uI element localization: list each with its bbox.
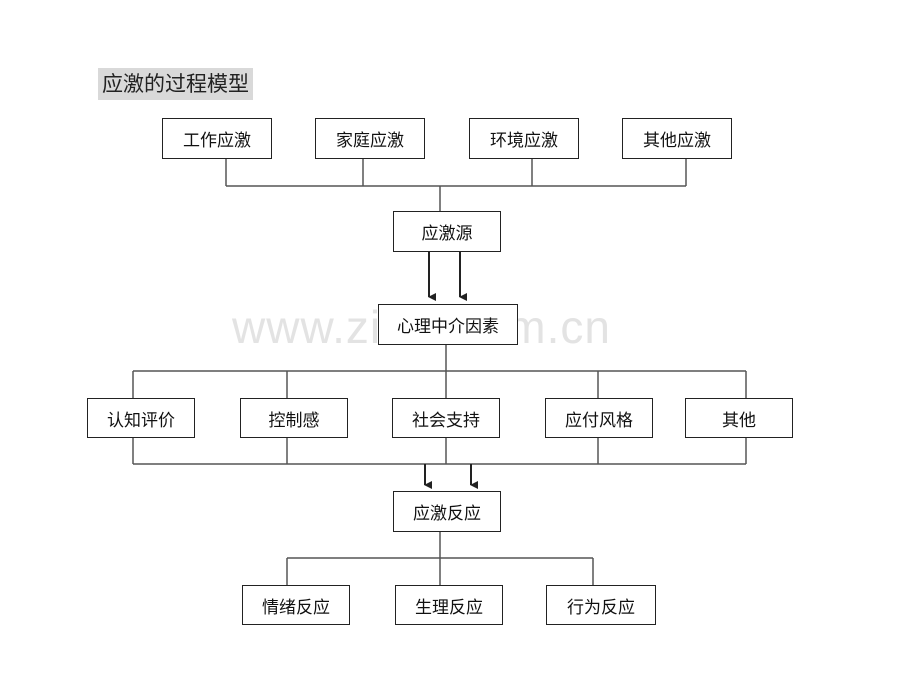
diagram-title: 应激的过程模型 xyxy=(98,68,253,100)
source-family-stress: 家庭应激 xyxy=(315,118,425,159)
factor-sense-of-control: 控制感 xyxy=(240,398,348,438)
source-environment-stress: 环境应激 xyxy=(469,118,579,159)
factor-other: 其他 xyxy=(685,398,793,438)
factor-social-support: 社会支持 xyxy=(392,398,500,438)
stress-response-box: 应激反应 xyxy=(393,491,501,532)
outcome-behavioral: 行为反应 xyxy=(546,585,656,625)
stressor-box: 应激源 xyxy=(393,211,501,252)
outcome-emotional: 情绪反应 xyxy=(242,585,350,625)
factor-cognitive-appraisal: 认知评价 xyxy=(87,398,195,438)
outcome-physiological: 生理反应 xyxy=(395,585,503,625)
source-work-stress: 工作应激 xyxy=(162,118,272,159)
mediator-box: 心理中介因素 xyxy=(378,304,518,345)
source-other-stress: 其他应激 xyxy=(622,118,732,159)
factor-coping-style: 应付风格 xyxy=(545,398,653,438)
